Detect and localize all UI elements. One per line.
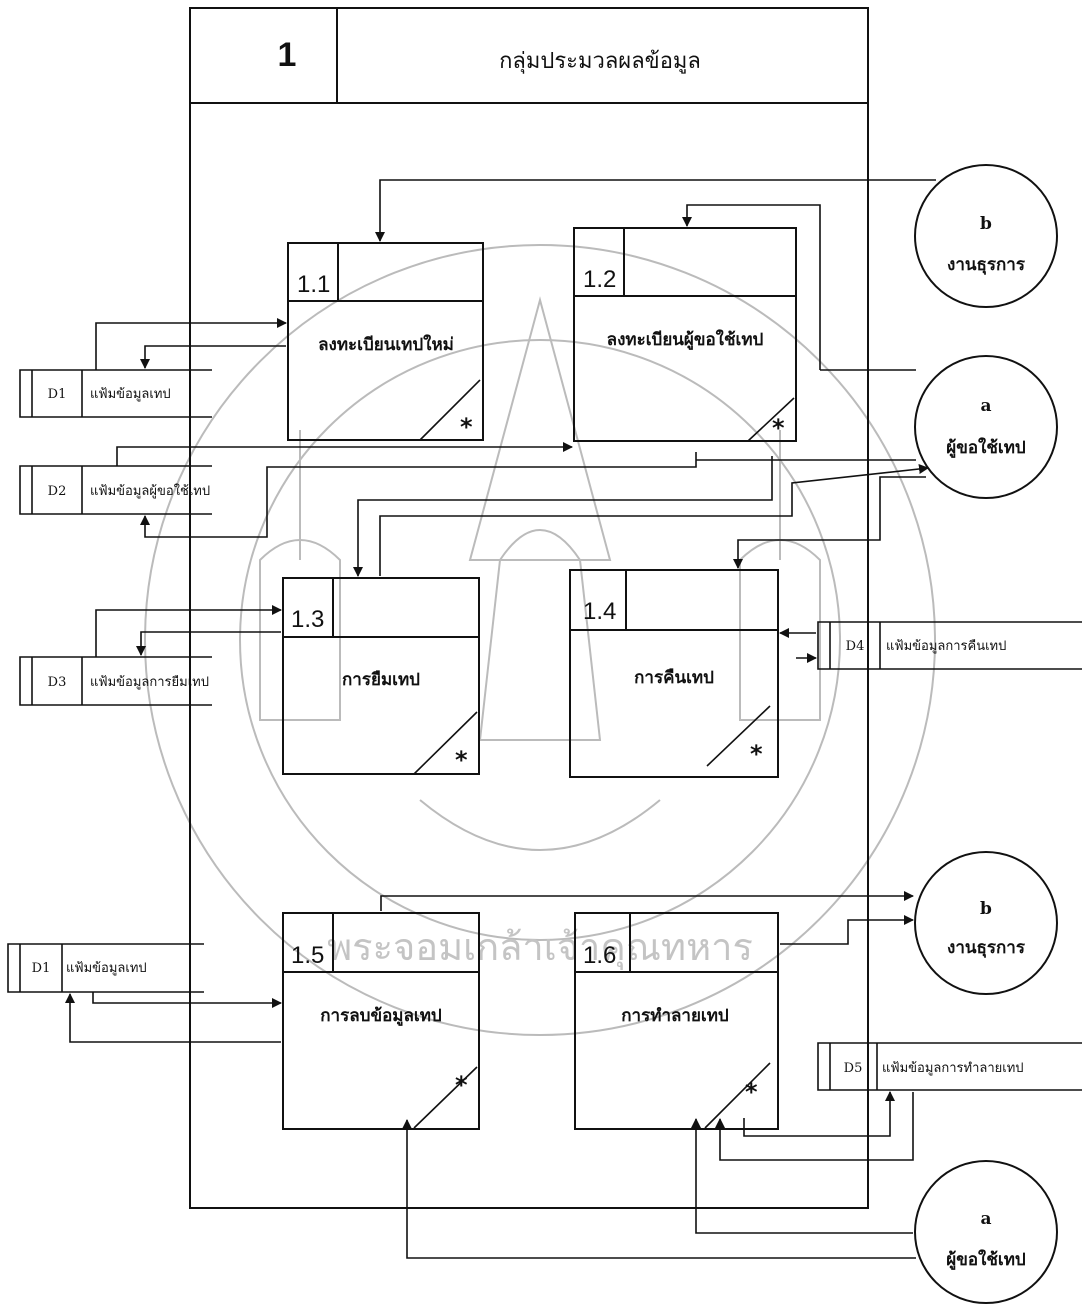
datastore-d3: D3 แฟ้มข้อมูลการยืมเทป: [19, 656, 212, 706]
datastore-d4-label: แฟ้มข้อมูลการคืนเทป: [886, 638, 1006, 654]
flow-d3-to-1-3: [95, 605, 282, 657]
flow-a-to-d5: [715, 1092, 914, 1161]
process-1-6-star: *: [745, 1078, 758, 1106]
flow-1-3-to-a: [379, 464, 929, 576]
process-1-4: 1.4 การคืนเทป *: [569, 569, 779, 778]
external-b-top: b งานธุรการ: [914, 164, 1058, 308]
process-1-6-label: การทำลายเทป: [621, 1006, 729, 1026]
watermark-text: พระจอมเกล้าเจ้าคุณทหาร: [327, 925, 753, 970]
flow-1-6-to-b: [780, 915, 914, 945]
flow-1-6-to-d5: [743, 1091, 895, 1137]
process-1-1-star: *: [460, 413, 473, 441]
process-1-1: 1.1 ลงทะเบียนเทปใหม่ *: [287, 242, 484, 441]
process-1-6: 1.6 การทำลายเทป *: [574, 912, 779, 1130]
external-b-bottom-label: งานธุรการ: [947, 938, 1026, 958]
external-a-top: a ผู้ขอใช้เทป: [914, 355, 1058, 499]
datastore-d2-code: D2: [48, 484, 67, 499]
datastore-d5-label: แฟ้มข้อมูลการทำลายเทป: [882, 1061, 1024, 1076]
external-a-bottom: a ผู้ขอใช้เทป: [914, 1160, 1058, 1304]
flow-a-to-1-3: [353, 456, 773, 577]
flow-a-to-1-5: [402, 1119, 916, 1259]
datastore-d5: D5 แฟ้มข้อมูลการทำลายเทป: [817, 1042, 1082, 1091]
flow-1-5-to-d1: [65, 993, 281, 1043]
group-frame: 1 กลุ่มประมวลผลข้อมูล: [189, 7, 869, 1209]
datastore-d1-bottom-label: แฟ้มข้อมูลเทป: [66, 961, 147, 976]
process-1-4-id: 1.4: [583, 598, 616, 625]
flow-d2-to-1-2: [116, 442, 573, 466]
flow-d1-to-1-1: [95, 318, 287, 370]
process-1-2-label: ลงทะเบียนผู้ขอใช้เทป: [607, 329, 764, 351]
external-a-bottom-letter: a: [980, 1209, 991, 1229]
process-1-2-star: *: [772, 414, 785, 442]
process-1-3: 1.3 การยืมเทป *: [282, 577, 480, 775]
flow-a-to-1-6: [691, 1118, 913, 1234]
external-a-bottom-label: ผู้ขอใช้เทป: [946, 1249, 1026, 1271]
datastore-d1-top: D1 แฟ้มข้อมูลเทป: [19, 369, 212, 418]
process-1-5-label: การลบข้อมูลเทป: [320, 1006, 442, 1027]
datastore-d2: D2 แฟ้มข้อมูลผู้ขอใช้เทป: [19, 465, 212, 515]
process-1-6-id: 1.6: [583, 942, 616, 969]
datastore-d4: D4 แฟ้มข้อมูลการคืนเทป: [817, 621, 1082, 670]
flow-1-3-to-d3: [136, 631, 281, 656]
flow-1-5-to-b: [380, 891, 914, 911]
flow-b-to-1-2: [682, 204, 821, 370]
external-b-top-label: งานธุรการ: [947, 255, 1026, 275]
process-1-1-id: 1.1: [297, 271, 330, 298]
flow-a-to-d2: [140, 452, 697, 538]
external-a-top-letter: a: [980, 396, 991, 416]
process-1-3-id: 1.3: [291, 606, 324, 633]
watermark-seal: พระจอมเกล้าเจ้าคุณทหาร: [144, 244, 936, 1036]
process-1-3-label: การยืมเทป: [342, 669, 420, 690]
process-1-4-star: *: [750, 740, 763, 768]
process-1-1-label: ลงทะเบียนเทปใหม่: [318, 334, 454, 355]
flow-a-to-1-4: [733, 476, 926, 569]
flow-d1-to-1-5: [92, 992, 282, 1008]
external-a-top-label: ผู้ขอใช้เทป: [946, 437, 1026, 459]
process-1-2-id: 1.2: [583, 266, 616, 293]
flow-1-1-to-d1: [140, 345, 286, 369]
datastore-d1-top-code: D1: [48, 387, 67, 402]
flow-b-to-1-1: [375, 179, 936, 242]
datastore-d1-bottom-code: D1: [32, 961, 51, 976]
datastore-d5-code: D5: [844, 1061, 863, 1076]
process-1-5-star: *: [455, 1071, 468, 1099]
datastore-d4-code: D4: [846, 639, 865, 654]
process-1-5-id: 1.5: [291, 942, 324, 969]
datastore-d2-label: แฟ้มข้อมูลผู้ขอใช้เทป: [90, 483, 210, 499]
group-number: 1: [278, 36, 297, 74]
external-b-bottom-letter: b: [980, 899, 992, 919]
datastore-d3-label: แฟ้มข้อมูลการยืมเทป: [90, 674, 209, 690]
flow-lines: [65, 179, 936, 1259]
datastore-d1-top-label: แฟ้มข้อมูลเทป: [90, 387, 171, 402]
external-b-bottom: b งานธุรการ: [914, 851, 1058, 995]
process-1-2: 1.2 ลงทะเบียนผู้ขอใช้เทป *: [573, 227, 797, 442]
datastore-d1-bottom: D1 แฟ้มข้อมูลเทป: [7, 943, 204, 993]
process-1-5: 1.5 การลบข้อมูลเทป *: [282, 912, 480, 1130]
datastore-d3-code: D3: [48, 675, 67, 690]
process-1-3-star: *: [455, 746, 468, 774]
external-b-top-letter: b: [980, 214, 992, 234]
process-1-4-label: การคืนเทป: [634, 667, 714, 688]
group-title: กลุ่มประมวลผลข้อมูล: [499, 49, 701, 74]
